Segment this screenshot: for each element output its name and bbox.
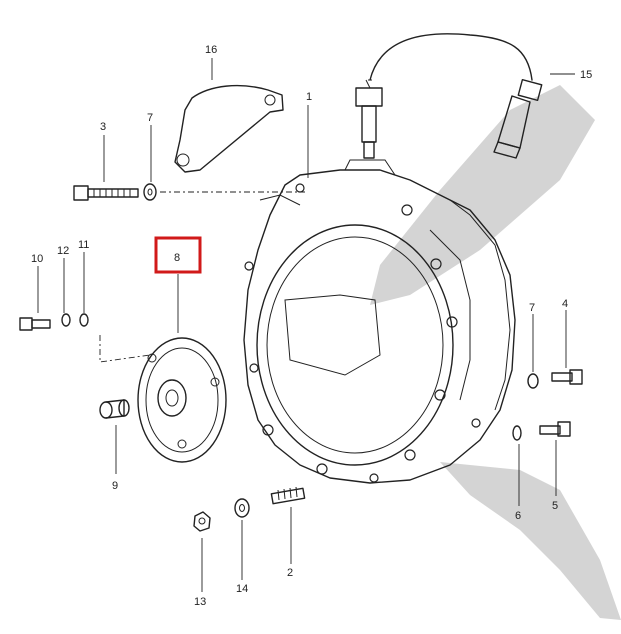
bracket (174, 84, 284, 173)
callout-11: 11 (78, 239, 89, 251)
washer-12 (61, 313, 71, 327)
sleeve (99, 399, 130, 419)
callout-7-top: 7 (147, 112, 153, 124)
sensor-with-cable (355, 33, 543, 159)
callout-15: 15 (580, 69, 592, 81)
callout-14: 14 (236, 583, 248, 595)
stud-2 (270, 486, 306, 505)
callout-9: 9 (112, 480, 118, 492)
leader-lines (37, 58, 575, 592)
callout-5: 5 (552, 500, 558, 512)
cover-plate (137, 337, 227, 463)
bolt-right-5 (539, 421, 571, 437)
callout-2: 2 (287, 567, 293, 579)
washer-14 (234, 498, 250, 518)
callout-13: 13 (194, 596, 206, 608)
washer-right-6 (512, 425, 522, 441)
callout-12: 12 (57, 245, 69, 257)
callout-4: 4 (562, 298, 568, 310)
callout-16: 16 (205, 44, 217, 56)
callout-3: 3 (100, 121, 106, 133)
watermark-shape (370, 85, 621, 620)
assembly-line (99, 335, 151, 363)
bolt-left (19, 317, 51, 331)
callout-8: 8 (174, 252, 180, 264)
callout-labels: 1 2 3 4 5 6 7 7 8 9 10 11 12 13 14 15 16 (31, 44, 592, 608)
washer-top (143, 183, 157, 201)
flywheel-housing (243, 159, 516, 484)
bolt-top-left (73, 185, 139, 201)
washer-11 (79, 313, 89, 327)
highlight-box (154, 236, 202, 274)
nut-13 (193, 511, 211, 532)
callout-7-right: 7 (529, 302, 535, 314)
bolt-right-4 (551, 369, 583, 385)
callout-10: 10 (31, 253, 43, 265)
callout-6: 6 (515, 510, 521, 522)
washer-right-7 (527, 373, 539, 389)
callout-1: 1 (306, 91, 312, 103)
